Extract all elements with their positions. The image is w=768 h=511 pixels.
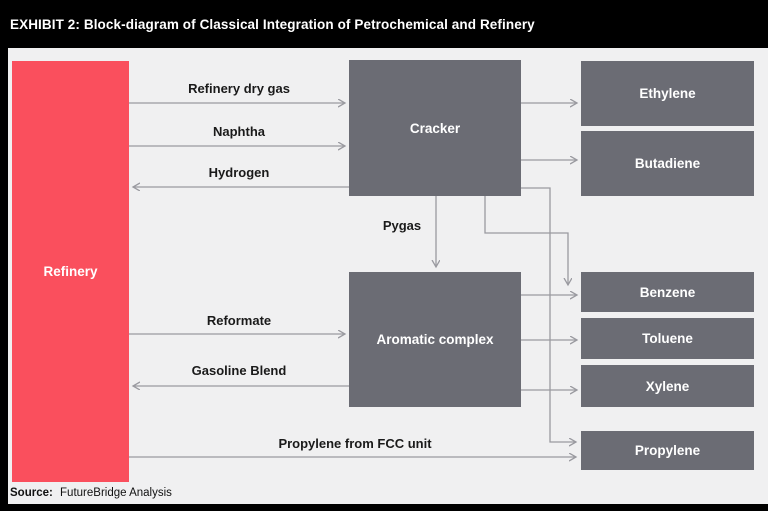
xylene-label: Xylene — [645, 378, 690, 394]
aromatic-complex-block: Aromatic complex — [349, 272, 521, 407]
stream-label-pygas: Pygas — [382, 218, 422, 233]
exhibit-title-bar: EXHIBIT 2: Block-diagram of Classical In… — [0, 0, 768, 48]
product-block-ethylene: Ethylene — [581, 61, 754, 126]
ethylene-label: Ethylene — [639, 86, 696, 101]
source-line: Source: FutureBridge Analysis — [10, 487, 172, 499]
stream-label-refinery-dry-gas: Refinery dry gas — [188, 81, 290, 96]
product-block-propylene: Propylene — [581, 431, 754, 470]
stream-label-hydrogen: Hydrogen — [208, 165, 270, 180]
bottom-frame-bar — [0, 504, 768, 511]
benzene-label: Benzene — [639, 284, 696, 300]
exhibit-title: EXHIBIT 2: Block-diagram of Classical In… — [10, 16, 535, 32]
stream-label-gasoline-blend: Gasoline Blend — [191, 363, 287, 378]
toluene-label: Toluene — [642, 331, 693, 346]
propylene-label: Propylene — [634, 443, 701, 458]
stream-label-propylene-fcc: Propylene from FCC unit — [278, 436, 432, 451]
stream-label-reformate: Reformate — [206, 313, 272, 328]
source-label: Source: — [10, 487, 53, 499]
product-block-butadiene: Butadiene — [581, 131, 754, 196]
source-text: FutureBridge Analysis — [60, 487, 172, 499]
product-block-xylene: Xylene — [581, 365, 754, 407]
product-block-benzene: Benzene — [581, 272, 754, 312]
product-block-toluene: Toluene — [581, 318, 754, 359]
aromatic-complex-label: Aromatic complex — [376, 332, 494, 347]
refinery-label: Refinery — [43, 264, 98, 279]
stream-label-naphtha: Naphtha — [213, 124, 265, 139]
cracker-label: Cracker — [409, 120, 461, 136]
refinery-block: Refinery — [12, 61, 129, 482]
cracker-block: Cracker — [349, 60, 521, 196]
butadiene-label: Butadiene — [634, 156, 701, 171]
